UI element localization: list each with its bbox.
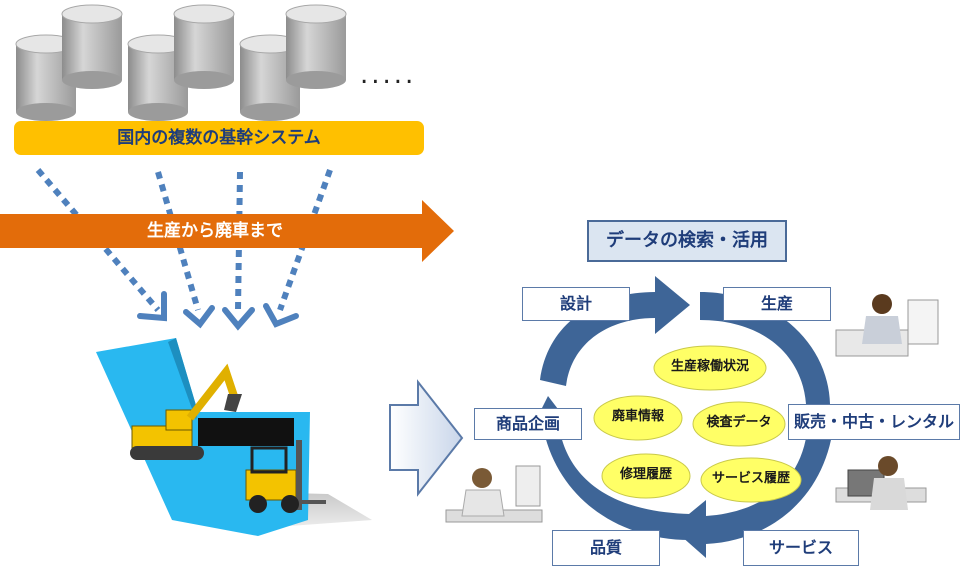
- data-use-title: データの検索・活用: [587, 220, 787, 262]
- data-item-operation-status: 生産稼働状況: [670, 359, 749, 374]
- stage-production: 生産: [723, 287, 831, 321]
- data-item-inspection-data: 検査データ: [706, 415, 772, 430]
- database-icon: [173, 4, 235, 89]
- office-worker-illustration: [445, 465, 543, 523]
- database-icon: [285, 4, 347, 89]
- office-worker-illustration: [835, 456, 927, 510]
- data-item-scrap-info: 廃車情報: [611, 409, 664, 424]
- stage-quality: 品質: [552, 530, 660, 566]
- transfer-arrow: [389, 379, 464, 497]
- excavator-icon: [130, 363, 242, 460]
- stage-service: サービス: [743, 530, 859, 566]
- stage-design: 設計: [522, 287, 630, 321]
- more-systems-ellipsis: .....: [360, 60, 417, 90]
- database-icon: [61, 4, 123, 89]
- stage-planning: 商品企画: [474, 408, 582, 440]
- data-item-repair-history: 修理履歴: [619, 467, 672, 482]
- database-icons: [15, 4, 347, 121]
- lifecycle-arrow-label: 生産から廃車まで: [147, 221, 283, 241]
- dotted-arrow-heads: [137, 291, 299, 331]
- core-systems-banner: 国内の複数の基幹システム: [14, 121, 424, 155]
- machines-illustration: [96, 338, 372, 536]
- data-ellipses: [593, 345, 802, 503]
- office-worker-illustration: [835, 294, 939, 357]
- lifecycle-arrow: [0, 200, 454, 262]
- stage-sales: 販売・中古・レンタル: [788, 404, 960, 440]
- forklift-icon: [245, 440, 326, 513]
- data-item-service-history: サービス履歴: [711, 471, 790, 486]
